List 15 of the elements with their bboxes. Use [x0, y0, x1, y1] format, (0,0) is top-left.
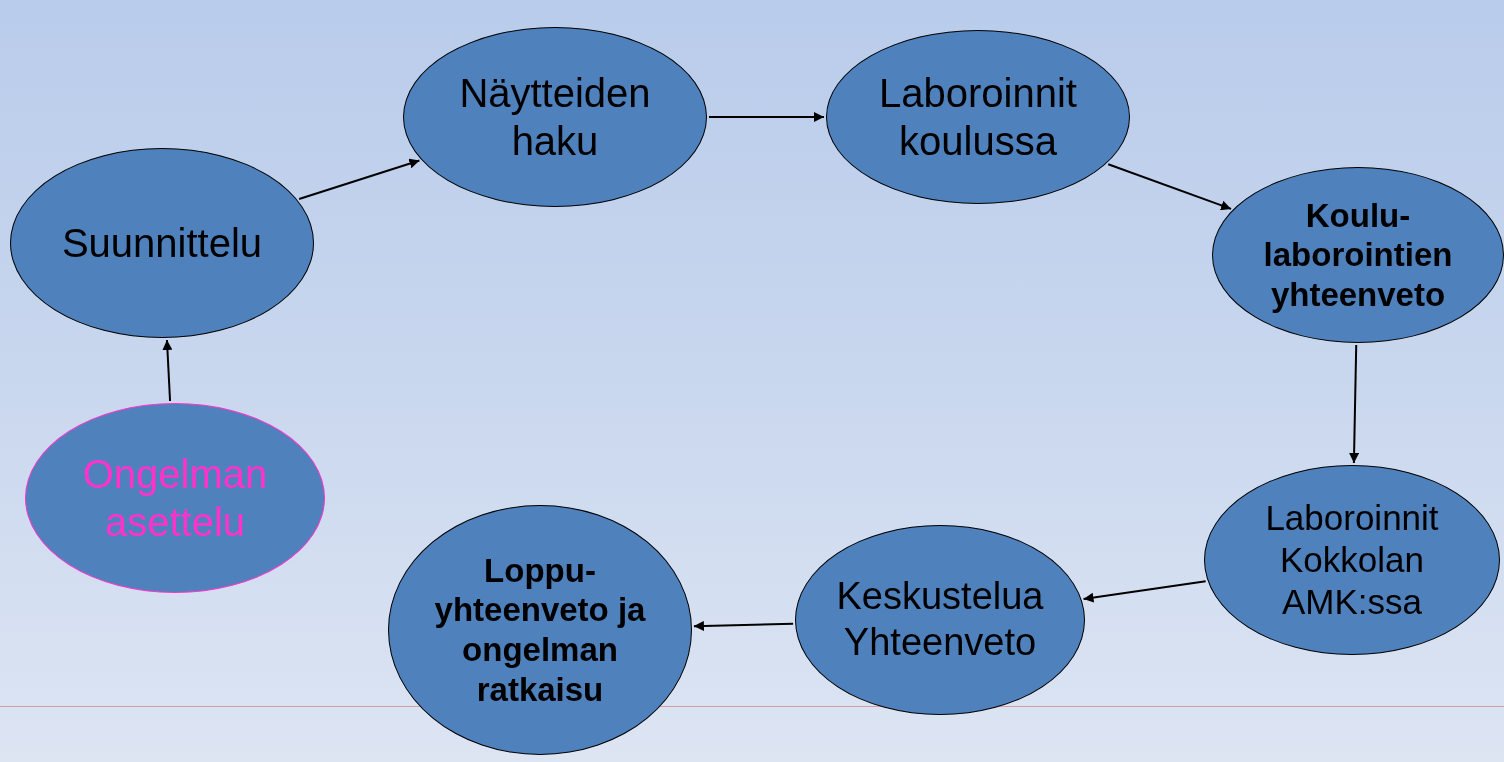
- node-label: Keskustelua Yhteenveto: [835, 574, 1045, 665]
- arrow: [298, 158, 421, 201]
- node-label: Loppu- yhteenveto ja ongelman ratkaisu: [433, 550, 647, 710]
- node-label: Näytteiden haku: [458, 70, 652, 165]
- node-label: Laboroinnit koulussa: [878, 70, 1078, 165]
- node-label: Koulu- laborointien yhteenveto: [1262, 195, 1454, 315]
- arrow: [1349, 344, 1360, 464]
- arrow: [692, 620, 795, 631]
- arrow: [1082, 580, 1207, 603]
- node-label: Ongelman asettelu: [81, 451, 269, 546]
- node-label: Suunnittelu: [60, 220, 264, 267]
- node-label: Laboroinnit Kokkolan AMK:ssa: [1264, 497, 1440, 623]
- arrow: [708, 112, 825, 122]
- arrow: [1107, 163, 1233, 211]
- arrow: [162, 338, 173, 403]
